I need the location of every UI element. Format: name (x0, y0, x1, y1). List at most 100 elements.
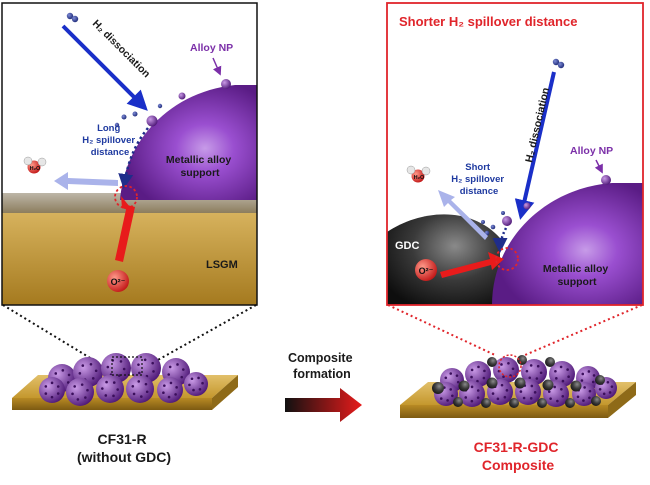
alloy-particle (96, 375, 124, 403)
surface-nanoparticle (470, 385, 474, 389)
surface-nanoparticle (561, 394, 565, 398)
surface-nanoparticle (50, 395, 54, 399)
lsgm-label: LSGM (206, 259, 238, 271)
surface-nanoparticle (582, 399, 585, 402)
surface-nanoparticle (449, 388, 453, 391)
surface-nanoparticle (54, 372, 58, 375)
surface-nanoparticle (549, 397, 552, 400)
triple-phase-boundary-marker (495, 247, 519, 271)
surface-nanoparticle (112, 381, 116, 384)
surface-nanoparticle (44, 392, 48, 395)
surface-nanoparticle (598, 387, 602, 391)
surface-nanoparticle (192, 388, 195, 392)
surface-nanoparticle (140, 395, 143, 398)
metallic-alloy-dome (120, 85, 257, 200)
long-spillover-path (118, 127, 149, 189)
surface-nanoparticle (182, 368, 185, 371)
surface-nanoparticle (91, 377, 95, 380)
gdc-particle (545, 357, 555, 367)
surface-nanoparticle (536, 364, 540, 368)
water-molecule-icon: H₂O (23, 156, 47, 174)
h2-dissociation-arrow (514, 71, 556, 220)
gdc-particle (514, 377, 526, 389)
surface-nanoparticle (444, 376, 448, 380)
alloy-nanoparticle (601, 175, 611, 185)
alloy-particle (493, 357, 519, 383)
surface-nanoparticle (167, 395, 171, 399)
surface-nanoparticle (606, 380, 610, 384)
oxide-ion-icon: O²⁻ (415, 259, 437, 281)
surface-nanoparticle (529, 364, 533, 367)
surface-nanoparticle (581, 372, 585, 376)
surface-nanoparticle (71, 392, 74, 396)
oxide-ion-arrow (115, 205, 135, 262)
alloy-np-pointer (212, 57, 222, 76)
alloy-particle (521, 359, 547, 385)
gdc-particle (565, 398, 575, 408)
surface-nanoparticle (464, 396, 468, 399)
surface-nanoparticle (602, 392, 606, 396)
surface-nanoparticle (168, 365, 172, 369)
surface-nanoparticle (588, 389, 592, 393)
surface-nanoparticle (81, 364, 85, 367)
surface-nanoparticle (555, 377, 558, 380)
surface-nanoparticle (116, 388, 119, 391)
alloy-nanoparticle (146, 115, 158, 127)
surface-nanoparticle (112, 394, 115, 398)
composite-formation-label: Composite formation (288, 351, 356, 381)
surface-nanoparticle (138, 371, 141, 375)
surface-nanoparticle (500, 363, 503, 366)
surface-nanoparticle (519, 390, 523, 393)
surface-nanoparticle (502, 375, 505, 379)
gdc-particle (487, 357, 497, 367)
surface-nanoparticle (117, 374, 121, 377)
surface-nanoparticle (491, 392, 495, 395)
surface-nanoparticle (188, 383, 191, 387)
surface-nanoparticle (67, 373, 71, 377)
right-zoom-panel: Shorter H₂ spillover distance H₂ dissoci… (386, 2, 644, 306)
surface-nanoparticle (455, 374, 459, 377)
gdc-particle (591, 396, 601, 406)
surface-nanoparticle (137, 380, 141, 383)
h2-molecule (552, 58, 565, 69)
gdc-particle (517, 355, 527, 365)
surface-nanoparticle (439, 397, 443, 400)
surface-nanoparticle (73, 385, 76, 388)
surface-nanoparticle (511, 367, 515, 371)
surface-nanoparticle (137, 363, 140, 366)
surface-nanoparticle (496, 397, 500, 401)
surface-nanoparticle (533, 391, 537, 394)
right-caption: CF31-R-GDC Composite (474, 439, 563, 473)
alloy-particle (157, 377, 183, 403)
gdc-particle (453, 397, 463, 407)
surface-nanoparticle (175, 386, 178, 389)
surface-nanoparticle (456, 380, 460, 384)
svg-text:O²⁻: O²⁻ (111, 277, 126, 287)
gdc-particle (509, 398, 519, 408)
surface-nanoparticle (78, 372, 82, 375)
water-release-arrow (54, 172, 118, 190)
surface-nanoparticle (449, 372, 453, 375)
metallic-alloy-support-label: Metallic alloy support (543, 263, 611, 288)
surface-nanoparticle (470, 375, 473, 379)
surface-nanoparticle (163, 384, 166, 387)
panel-title: Shorter H₂ spillover distance (399, 14, 577, 29)
surface-nanoparticle (525, 369, 529, 373)
composite-particle-cluster (432, 355, 617, 408)
surface-nanoparticle (559, 365, 563, 369)
surface-nanoparticle (145, 390, 149, 394)
surface-nanoparticle (143, 358, 147, 362)
surface-nanoparticle (482, 376, 486, 380)
surface-nanoparticle (56, 385, 60, 388)
gdc-particle (570, 380, 582, 392)
surface-nanoparticle (190, 377, 194, 381)
right-zoom-lines (387, 304, 643, 356)
hydrogen-atoms (114, 103, 163, 128)
gdc-particle (486, 377, 498, 389)
surface-nanoparticle (592, 374, 596, 377)
surface-nanoparticle (44, 385, 48, 388)
cf31-r-gdc-electrode (400, 354, 636, 418)
surface-nanoparticle (151, 361, 154, 365)
surface-nanoparticle (553, 385, 556, 389)
zoom-marker (498, 354, 522, 378)
